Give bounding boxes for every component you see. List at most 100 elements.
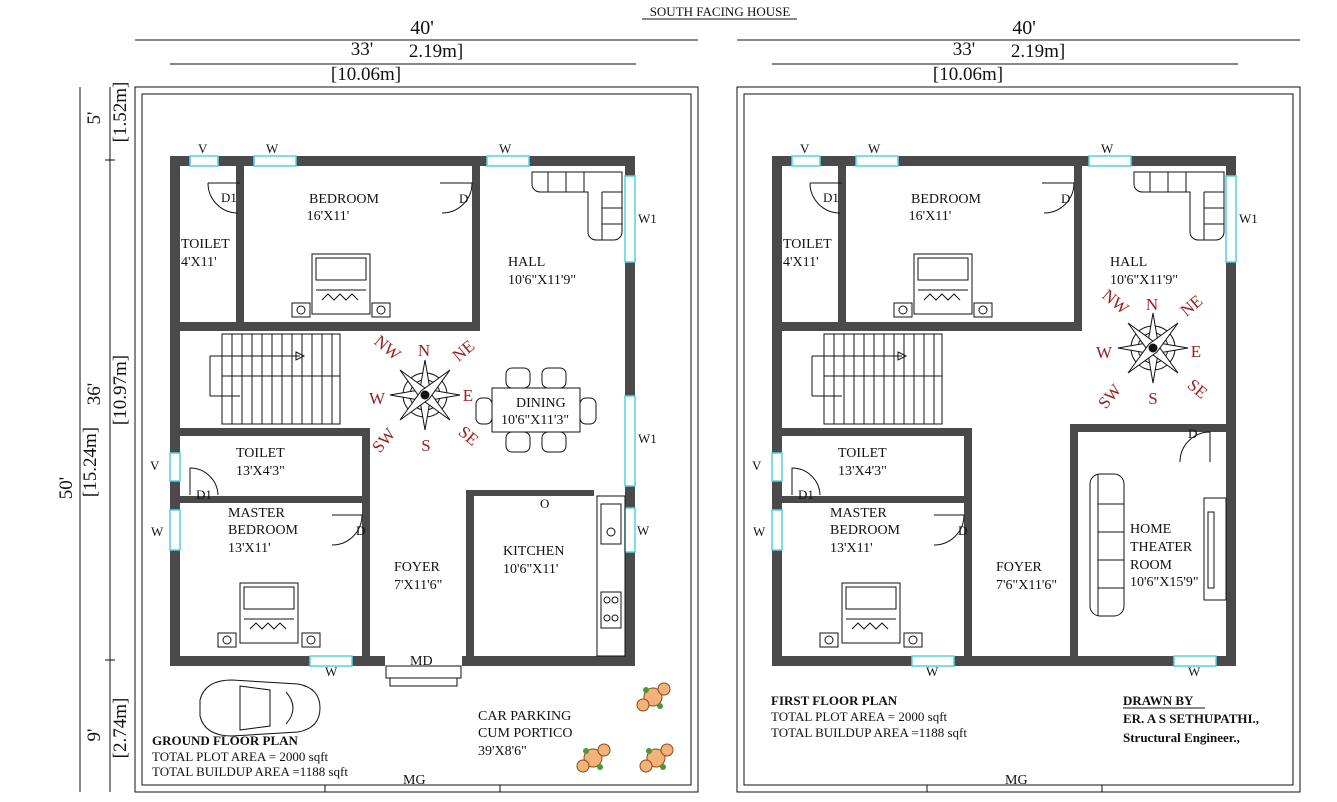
first-compass xyxy=(1117,312,1189,384)
first-theater-size: 10'6"X15'9" xyxy=(1130,575,1199,590)
mid-m: [10.97m] xyxy=(110,355,131,425)
ground-v-left: V xyxy=(150,458,160,473)
ground-plot-inner xyxy=(141,93,692,786)
first-width-m: 2.19m] xyxy=(1011,41,1065,62)
first-toilet1-label: TOILET xyxy=(783,237,832,252)
ground-windows xyxy=(169,155,636,667)
ground-parking-size: 39'X8'6" xyxy=(478,744,527,759)
ground-toilet2-label: TOILET xyxy=(236,446,285,461)
drawn-by-label: DRAWN BY xyxy=(1123,693,1194,708)
top-ft: 5' xyxy=(84,112,105,125)
first-compass-nw: NW xyxy=(1099,285,1134,318)
ground-inner-m: [10.06m] xyxy=(331,64,401,85)
ground-d-top: D xyxy=(459,191,468,206)
ground-compass-s: S xyxy=(421,436,430,455)
first-toilet2-label: TOILET xyxy=(838,446,887,461)
first-d-theater: D xyxy=(1188,426,1197,441)
ground-bedroom-size: 16'X11' xyxy=(307,209,350,224)
first-buildup-area: TOTAL BUILDUP AREA =1188 sqft xyxy=(771,725,967,740)
first-w-bottom1: W xyxy=(926,664,939,679)
first-bed-top xyxy=(893,253,993,318)
ground-plot-outer xyxy=(134,86,699,793)
first-toilet1-size: 4'X11' xyxy=(783,255,819,270)
height-ft: 50' xyxy=(56,477,77,499)
ground-doors xyxy=(189,182,473,546)
drawing-title: SOUTH FACING HOUSE xyxy=(650,4,791,19)
ground-buildup-area: TOTAL BUILDUP AREA =1188 sqft xyxy=(152,764,348,779)
top-m: [1.52m] xyxy=(110,82,131,143)
ground-kitchen-size: 10'6"X11' xyxy=(503,562,558,577)
ground-sofa xyxy=(531,171,623,241)
first-d1-toilet: D1 xyxy=(798,487,814,502)
first-compass-e: E xyxy=(1191,342,1201,361)
ground-width-ft: 40' xyxy=(410,17,434,39)
ground-bedroom-label: BEDROOM xyxy=(309,192,380,207)
ground-bed-top xyxy=(291,253,391,318)
ground-compass-se: SE xyxy=(455,422,482,449)
ground-car xyxy=(199,679,321,737)
first-doors xyxy=(791,182,1211,546)
first-toilet2-size: 13'X4'3" xyxy=(838,464,887,479)
first-plot-inner xyxy=(743,93,1294,786)
ground-w-left: W xyxy=(151,524,164,539)
first-sofa xyxy=(1133,171,1225,241)
engineer-role: Structural Engineer., xyxy=(1123,730,1240,745)
ground-master-label2: BEDROOM xyxy=(228,523,299,538)
ground-w1-right2: W1 xyxy=(638,431,657,446)
first-plan-title: FIRST FLOOR PLAN xyxy=(771,693,898,708)
first-bedroom-label: BEDROOM xyxy=(911,192,982,207)
first-d1-top: D1 xyxy=(823,190,839,205)
ground-plot-area: TOTAL PLOT AREA = 2000 sqft xyxy=(152,749,329,764)
ground-compass-ne: NE xyxy=(449,336,479,365)
ground-inner-ft: 33' xyxy=(351,39,373,60)
first-compass-sw: SW xyxy=(1094,380,1126,412)
ground-dining-size: 10'6"X11'3" xyxy=(501,413,569,428)
ground-plan-title: GROUND FLOOR PLAN xyxy=(152,733,299,748)
first-plot-outer xyxy=(736,86,1301,793)
ground-main-door-steps xyxy=(385,665,462,687)
first-mg: MG xyxy=(1005,773,1028,788)
ground-dimensions xyxy=(79,39,698,792)
first-master-label2: BEDROOM xyxy=(830,523,901,538)
first-dimensions xyxy=(737,39,1300,65)
first-w-left: W xyxy=(753,524,766,539)
ground-d1-top: D1 xyxy=(221,190,237,205)
ground-compass-nw: NW xyxy=(371,331,406,364)
first-hall-label: HALL xyxy=(1110,255,1147,270)
first-theater-sofa xyxy=(1089,473,1125,617)
ground-hall-label: HALL xyxy=(508,255,545,270)
ground-plants-leaves xyxy=(583,687,666,770)
first-compass-ne: NE xyxy=(1177,291,1207,320)
ground-foyer-label: FOYER xyxy=(394,560,441,575)
ground-kitchen-counter xyxy=(596,495,626,657)
first-compass-s: S xyxy=(1148,389,1157,408)
first-windows xyxy=(771,155,1237,667)
ground-parking-label2: CUM PORTICO xyxy=(478,726,572,741)
ground-compass-w: W xyxy=(369,389,386,408)
first-w1-right: W1 xyxy=(1239,211,1258,226)
first-w-top2: W xyxy=(1101,141,1114,156)
height-m: [15.24m] xyxy=(80,427,101,497)
ground-plants xyxy=(576,682,674,773)
ground-w-top1: W xyxy=(266,141,279,156)
ground-master-size: 13'X11' xyxy=(228,541,271,556)
ground-mg: MG xyxy=(403,773,426,788)
first-bed-master xyxy=(819,582,923,648)
ground-compass xyxy=(389,359,461,431)
first-v-left: V xyxy=(752,458,762,473)
ground-d1-toilet: D1 xyxy=(196,487,212,502)
ground-compass-n: N xyxy=(418,341,430,360)
ground-d-master: D xyxy=(356,523,365,538)
ground-md: MD xyxy=(410,654,433,669)
first-d-master: D xyxy=(958,523,967,538)
ground-toilet2-size: 13'X4'3" xyxy=(236,464,285,479)
ground-w-bottom: W xyxy=(325,664,338,679)
ground-w-right: W xyxy=(637,523,650,538)
ground-kitchen-label: KITCHEN xyxy=(503,544,564,559)
first-theater-label2: THEATER xyxy=(1130,540,1193,555)
ground-o: O xyxy=(540,496,549,511)
first-w-bottom2: W xyxy=(1188,664,1201,679)
ground-toilet1-size: 4'X11' xyxy=(181,255,217,270)
engineer-name: ER. A S SETHUPATHI., xyxy=(1123,711,1259,726)
